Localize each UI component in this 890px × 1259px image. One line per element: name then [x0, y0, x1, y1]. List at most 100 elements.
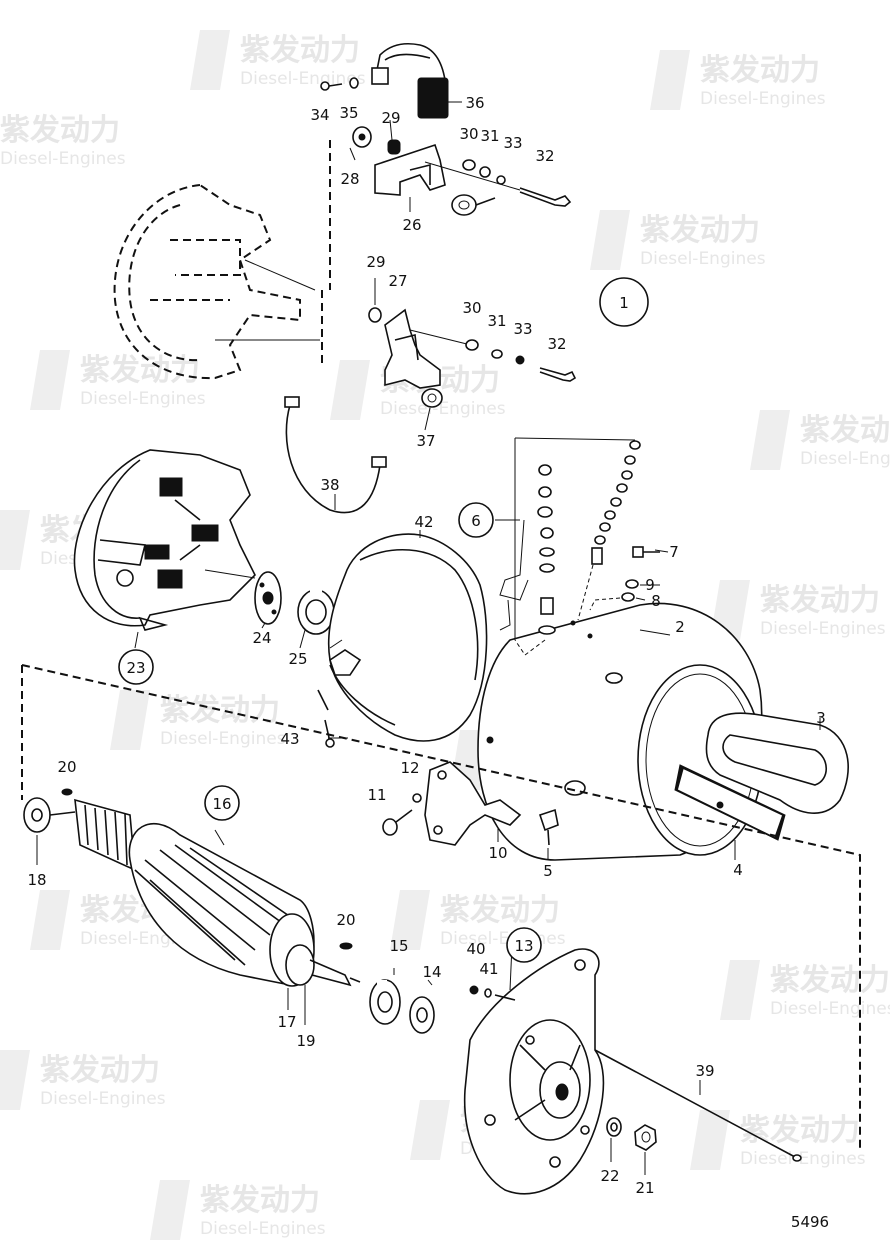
- callout-32a: 32: [535, 147, 554, 165]
- callout-38: 38: [320, 476, 339, 494]
- callout-17: 17: [277, 1013, 296, 1031]
- svg-text:紫发动力: 紫发动力: [770, 963, 890, 998]
- callout-40: 40: [466, 940, 485, 958]
- screw-40: [469, 985, 516, 1001]
- svg-text:Diesel-Engines: Diesel-Engines: [640, 249, 766, 269]
- callout-18: 18: [27, 871, 46, 889]
- svg-text:Diesel-Engines: Diesel-Engines: [760, 619, 886, 639]
- svg-text:Diesel-Engines: Diesel-Engines: [380, 399, 506, 419]
- callout-11: 11: [367, 786, 386, 804]
- callout-2: 2: [675, 618, 685, 636]
- callout-10: 10: [488, 844, 507, 862]
- connection-wire-38: [284, 396, 387, 514]
- brush-holder-27: [368, 307, 577, 408]
- callout-34: 34: [310, 106, 329, 124]
- callout-labels: 1 2 3 4 5 6 7 8 9 10 11 12 13 14 15 16 1…: [27, 94, 825, 1197]
- pole-shoe-4: [674, 764, 786, 841]
- callout-42: 42: [414, 513, 433, 531]
- washer-22: [606, 1117, 622, 1137]
- callout-43: 43: [280, 730, 299, 748]
- callout-39: 39: [695, 1062, 714, 1080]
- callout-7: 7: [669, 543, 679, 561]
- callout-24: 24: [252, 629, 271, 647]
- callout-21: 21: [635, 1179, 654, 1197]
- callout-22: 22: [600, 1167, 619, 1185]
- callout-circles: [118, 277, 649, 963]
- svg-text:紫发动力: 紫发动力: [160, 693, 280, 728]
- svg-text:紫发动力: 紫发动力: [700, 53, 820, 88]
- callout-6: 6: [471, 512, 481, 530]
- svg-text:Diesel-Engines: Diesel-Engines: [240, 69, 366, 89]
- bracket-10: [424, 761, 522, 846]
- drive-end-frame-13: [463, 948, 605, 1195]
- svg-text:Diesel-Engines: Diesel-Engines: [700, 89, 826, 109]
- callout-26: 26: [402, 216, 421, 234]
- circlip-15: [369, 979, 401, 1025]
- callout-36: 36: [465, 94, 484, 112]
- callout-31a: 31: [480, 127, 499, 145]
- callout-14: 14: [422, 963, 441, 981]
- commutator-end-frame-23: [73, 449, 256, 631]
- svg-text:Diesel-Engines: Diesel-Engines: [0, 149, 126, 169]
- nut-21: [634, 1124, 657, 1151]
- callout-1: 1: [619, 294, 629, 312]
- brush-36: [371, 42, 462, 119]
- circlip-25: [297, 589, 335, 635]
- callout-29a: 29: [381, 109, 400, 127]
- callout-4: 4: [733, 861, 743, 879]
- svg-text:Diesel-Engines: Diesel-Engines: [800, 449, 890, 469]
- callout-37: 37: [416, 432, 435, 450]
- svg-text:Diesel-Engines: Diesel-Engines: [80, 389, 206, 409]
- callout-20b: 20: [336, 911, 355, 929]
- callout-27: 27: [388, 272, 407, 290]
- washer-14: [409, 996, 435, 1034]
- callout-25: 25: [288, 650, 307, 668]
- callout-31b: 31: [487, 312, 506, 330]
- svg-text:Diesel-Engines: Diesel-Engines: [770, 999, 890, 1019]
- callout-33b: 33: [513, 320, 532, 338]
- svg-text:紫发动力: 紫发动力: [760, 583, 880, 618]
- callout-30a: 30: [459, 125, 478, 143]
- callout-3: 3: [816, 709, 826, 727]
- svg-text:Diesel-Engines: Diesel-Engines: [200, 1219, 326, 1239]
- svg-text:紫发动力: 紫发动力: [40, 1053, 160, 1088]
- assembly-outline: [21, 664, 861, 1150]
- callout-19: 19: [296, 1032, 315, 1050]
- callout-5: 5: [543, 862, 553, 880]
- svg-text:紫发动力: 紫发动力: [440, 893, 560, 928]
- cover-band-42: [317, 533, 488, 748]
- callout-12: 12: [400, 759, 419, 777]
- svg-text:Diesel-Engines: Diesel-Engines: [440, 929, 566, 949]
- tie-rod-39: [594, 1049, 802, 1162]
- callout-29b: 29: [366, 253, 385, 271]
- svg-text:Diesel-Engines: Diesel-Engines: [40, 1089, 166, 1109]
- callout-35: 35: [339, 104, 358, 122]
- svg-text:Diesel-Engines: Diesel-Engines: [160, 729, 286, 749]
- armature-16: [49, 798, 361, 987]
- callout-15: 15: [389, 937, 408, 955]
- figure-number: 5496: [791, 1213, 829, 1231]
- screw-5: [538, 808, 559, 846]
- svg-text:紫发动力: 紫发动力: [640, 213, 760, 248]
- callout-20a: 20: [57, 758, 76, 776]
- field-coil-3: [705, 712, 849, 814]
- screw-7: [589, 546, 660, 611]
- svg-text:紫发动力: 紫发动力: [200, 1183, 320, 1218]
- svg-text:紫发动力: 紫发动力: [240, 33, 360, 68]
- screw-34: [320, 77, 359, 91]
- terminal-assembly-6: [499, 437, 641, 656]
- svg-text:紫发动力: 紫发动力: [800, 413, 890, 448]
- callout-32b: 32: [547, 335, 566, 353]
- callout-16: 16: [212, 795, 231, 813]
- callout-28: 28: [340, 170, 359, 188]
- callout-33a: 33: [503, 134, 522, 152]
- callout-13: 13: [514, 937, 533, 955]
- svg-text:紫发动力: 紫发动力: [0, 113, 120, 148]
- washer-18: [23, 797, 51, 833]
- callout-9: 9: [645, 576, 655, 594]
- callout-41: 41: [479, 960, 498, 978]
- svg-text:Diesel-Engines: Diesel-Engines: [740, 1149, 866, 1169]
